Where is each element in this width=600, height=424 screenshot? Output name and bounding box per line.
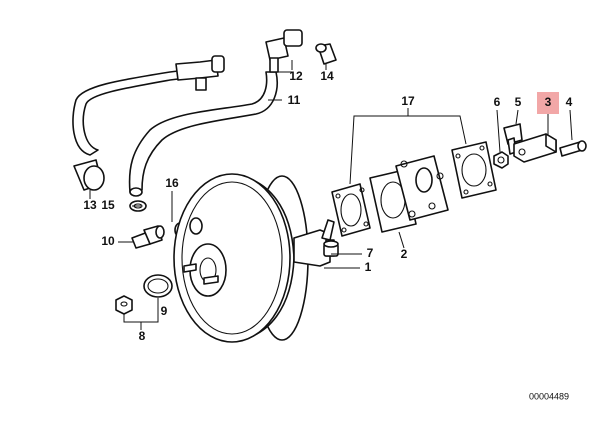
bushing-7 (323, 240, 339, 257)
callout-12[interactable]: 12 (289, 69, 303, 83)
callout-8[interactable]: 8 (139, 329, 146, 343)
elbow-fitting-10 (131, 225, 165, 249)
callout-10[interactable]: 10 (101, 234, 115, 248)
nut-8 (115, 295, 133, 315)
screw-4 (559, 140, 587, 157)
highlight-box-part-3[interactable] (537, 92, 559, 114)
callout-2[interactable]: 2 (401, 247, 408, 261)
intermediate-plate-2 (369, 155, 449, 233)
callout-17[interactable]: 17 (401, 94, 415, 108)
callout-3[interactable]: 3 (545, 95, 552, 109)
callout-4[interactable]: 4 (566, 95, 573, 109)
callout-13[interactable]: 13 (83, 198, 97, 212)
pressure-switch-3 (513, 133, 557, 163)
callout-7[interactable]: 7 (367, 246, 374, 260)
leader-lines (89, 60, 573, 330)
nut-6 (493, 151, 509, 169)
hose-junction (175, 55, 225, 91)
callout-9[interactable]: 9 (161, 304, 168, 318)
vacuum-hose-13 (72, 69, 187, 191)
callout-5[interactable]: 5 (515, 95, 522, 109)
gasket-17-right (451, 141, 497, 199)
check-valve-12 (265, 29, 303, 73)
callout-15[interactable]: 15 (101, 198, 115, 212)
document-number: 00004489 (529, 391, 569, 401)
brake-booster-1 (173, 173, 335, 343)
callout-6[interactable]: 6 (494, 95, 501, 109)
gasket-17-left (331, 183, 371, 237)
o-ring-9 (143, 274, 173, 298)
cap-14 (315, 43, 337, 65)
callout-11[interactable]: 11 (288, 93, 301, 107)
callout-14[interactable]: 14 (320, 69, 334, 83)
callout-1[interactable]: 1 (365, 260, 372, 274)
callout-16[interactable]: 16 (165, 176, 179, 190)
